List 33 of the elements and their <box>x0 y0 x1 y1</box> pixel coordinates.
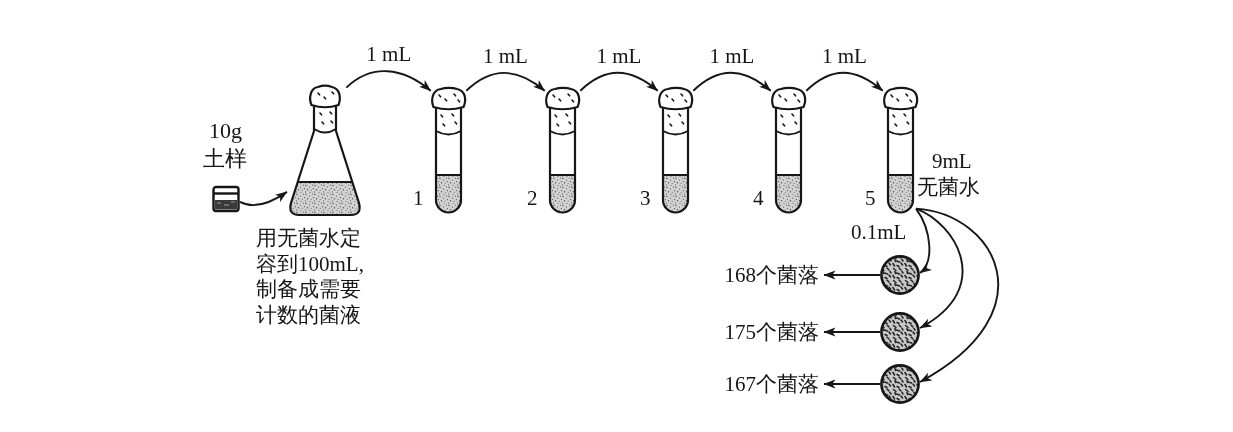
colony-count: 168个菌落 <box>722 262 824 288</box>
sample-jar <box>212 185 240 213</box>
arrow <box>692 71 772 92</box>
test-tube <box>430 87 467 215</box>
flask-note: 用无菌水定容到100mL,制备成需要计数的菌液 <box>256 226 365 328</box>
colony-count: 167个菌落 <box>722 371 824 397</box>
arrow <box>823 270 881 280</box>
arrow <box>915 207 932 274</box>
arrow <box>579 71 659 92</box>
arrow <box>345 70 432 92</box>
sample-label: 10g土样 <box>203 117 248 173</box>
colony-count: 175个菌落 <box>722 319 824 345</box>
arrow <box>805 71 884 92</box>
arrow <box>823 327 881 337</box>
volume-note: 9mL无菌水 <box>917 148 981 200</box>
conical-flask <box>287 85 363 217</box>
petri-dish <box>880 255 920 295</box>
test-tube <box>657 87 694 215</box>
test-tube <box>770 87 807 215</box>
tube-number: 5 <box>865 185 876 211</box>
tube-number: 4 <box>753 185 764 211</box>
tube-number: 2 <box>527 185 538 211</box>
test-tube <box>544 87 581 215</box>
arrow <box>465 71 546 92</box>
arrow <box>239 190 288 206</box>
petri-dish <box>880 364 920 404</box>
tube-number: 1 <box>413 185 424 211</box>
tube-number: 3 <box>640 185 651 211</box>
test-tube <box>882 87 919 215</box>
arrow <box>823 379 881 389</box>
petri-dish <box>880 312 920 352</box>
arrow <box>915 207 1000 383</box>
arrow <box>915 207 964 329</box>
